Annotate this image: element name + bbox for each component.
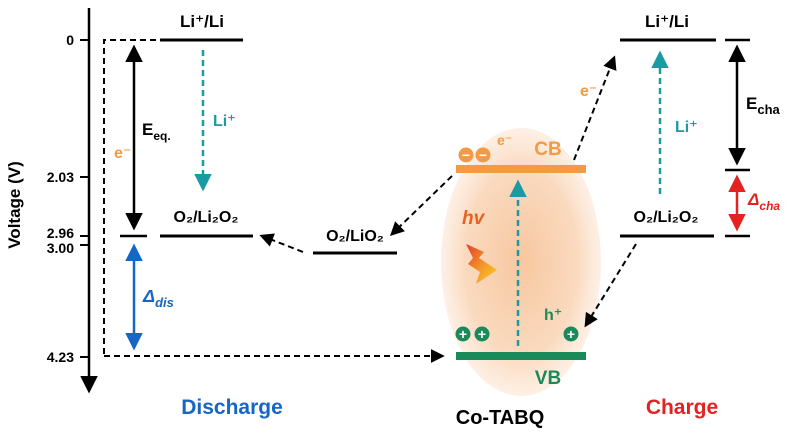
tick-label-0: 0 <box>66 32 74 48</box>
charge-title: Charge <box>646 396 718 419</box>
vb-hole <box>455 326 471 342</box>
vb-hole-label: h⁺ <box>544 307 562 324</box>
tick-label-2-03: 2.03 <box>47 169 74 185</box>
discharge-electron-label: e⁻ <box>114 145 131 162</box>
tick-label-2-96: 2.96 <box>47 225 74 241</box>
conduction-band <box>456 165 586 173</box>
charge-delta-label: Δcha <box>747 190 780 213</box>
charge-panel: Li⁺/Li O₂/Li₂O₂ Echa Δcha Li⁺ e⁻ Charge <box>573 12 781 419</box>
vb-hole-sign: + <box>459 326 467 342</box>
lio2-to-li2o2-arrow <box>259 233 304 253</box>
discharge-eeq-label: Eeq. <box>142 120 171 143</box>
lightning-bolt-icon <box>466 244 497 284</box>
vb-hole-sign: + <box>567 326 575 342</box>
charge-echa-label: Echa <box>746 94 781 117</box>
discharge-title: Discharge <box>181 396 283 419</box>
li2o2-to-vb-arrow <box>584 243 637 328</box>
cb-to-li-arrow <box>573 55 617 161</box>
catalyst-panel: CB − − e⁻ VB + + + h⁺ hv Co-TABQ <box>441 128 601 429</box>
cb-electron-sign: − <box>479 147 487 163</box>
cb-electron <box>475 147 491 163</box>
discharge-delta-label: Δdis <box>142 286 174 310</box>
charge-li-ion-label: Li⁺ <box>675 119 698 136</box>
cb-electron <box>458 147 474 163</box>
cb-electron-label: e⁻ <box>497 132 512 148</box>
charge-li-label: Li⁺/Li <box>645 12 689 31</box>
vb-hole <box>474 326 490 342</box>
tick-label-3-00: 3.00 <box>47 240 74 256</box>
tick-label-4-23: 4.23 <box>47 349 74 365</box>
cb-label: CB <box>534 139 561 160</box>
vb-label: VB <box>535 368 561 389</box>
vb-hole-sign: + <box>478 326 486 342</box>
cb-electron-sign: − <box>462 147 470 163</box>
charge-o2-label: O₂/Li₂O₂ <box>634 209 699 226</box>
axis-title: Voltage (V) <box>5 161 24 249</box>
discharge-o2-label: O₂/Li₂O₂ <box>174 209 239 226</box>
discharge-electron-path <box>103 39 160 354</box>
catalyst-title: Co-TABQ <box>456 407 545 429</box>
discharge-panel: Li⁺/Li O₂/Li₂O₂ Eeq. e⁻ Li⁺ Δdis O₂/LiO₂… <box>103 12 453 419</box>
charge-electron-label: e⁻ <box>580 83 597 100</box>
discharge-li-ion-label: Li⁺ <box>213 113 236 130</box>
light-label: hv <box>462 208 486 229</box>
valence-band <box>456 352 586 360</box>
cb-to-lio2-arrow <box>389 175 453 236</box>
voltage-axis: 0 2.03 2.96 3.00 4.23 Voltage (V) <box>5 8 98 394</box>
discharge-lio2-label: O₂/LiO₂ <box>326 228 384 245</box>
vb-hole <box>563 326 579 342</box>
discharge-li-label: Li⁺/Li <box>180 12 224 31</box>
